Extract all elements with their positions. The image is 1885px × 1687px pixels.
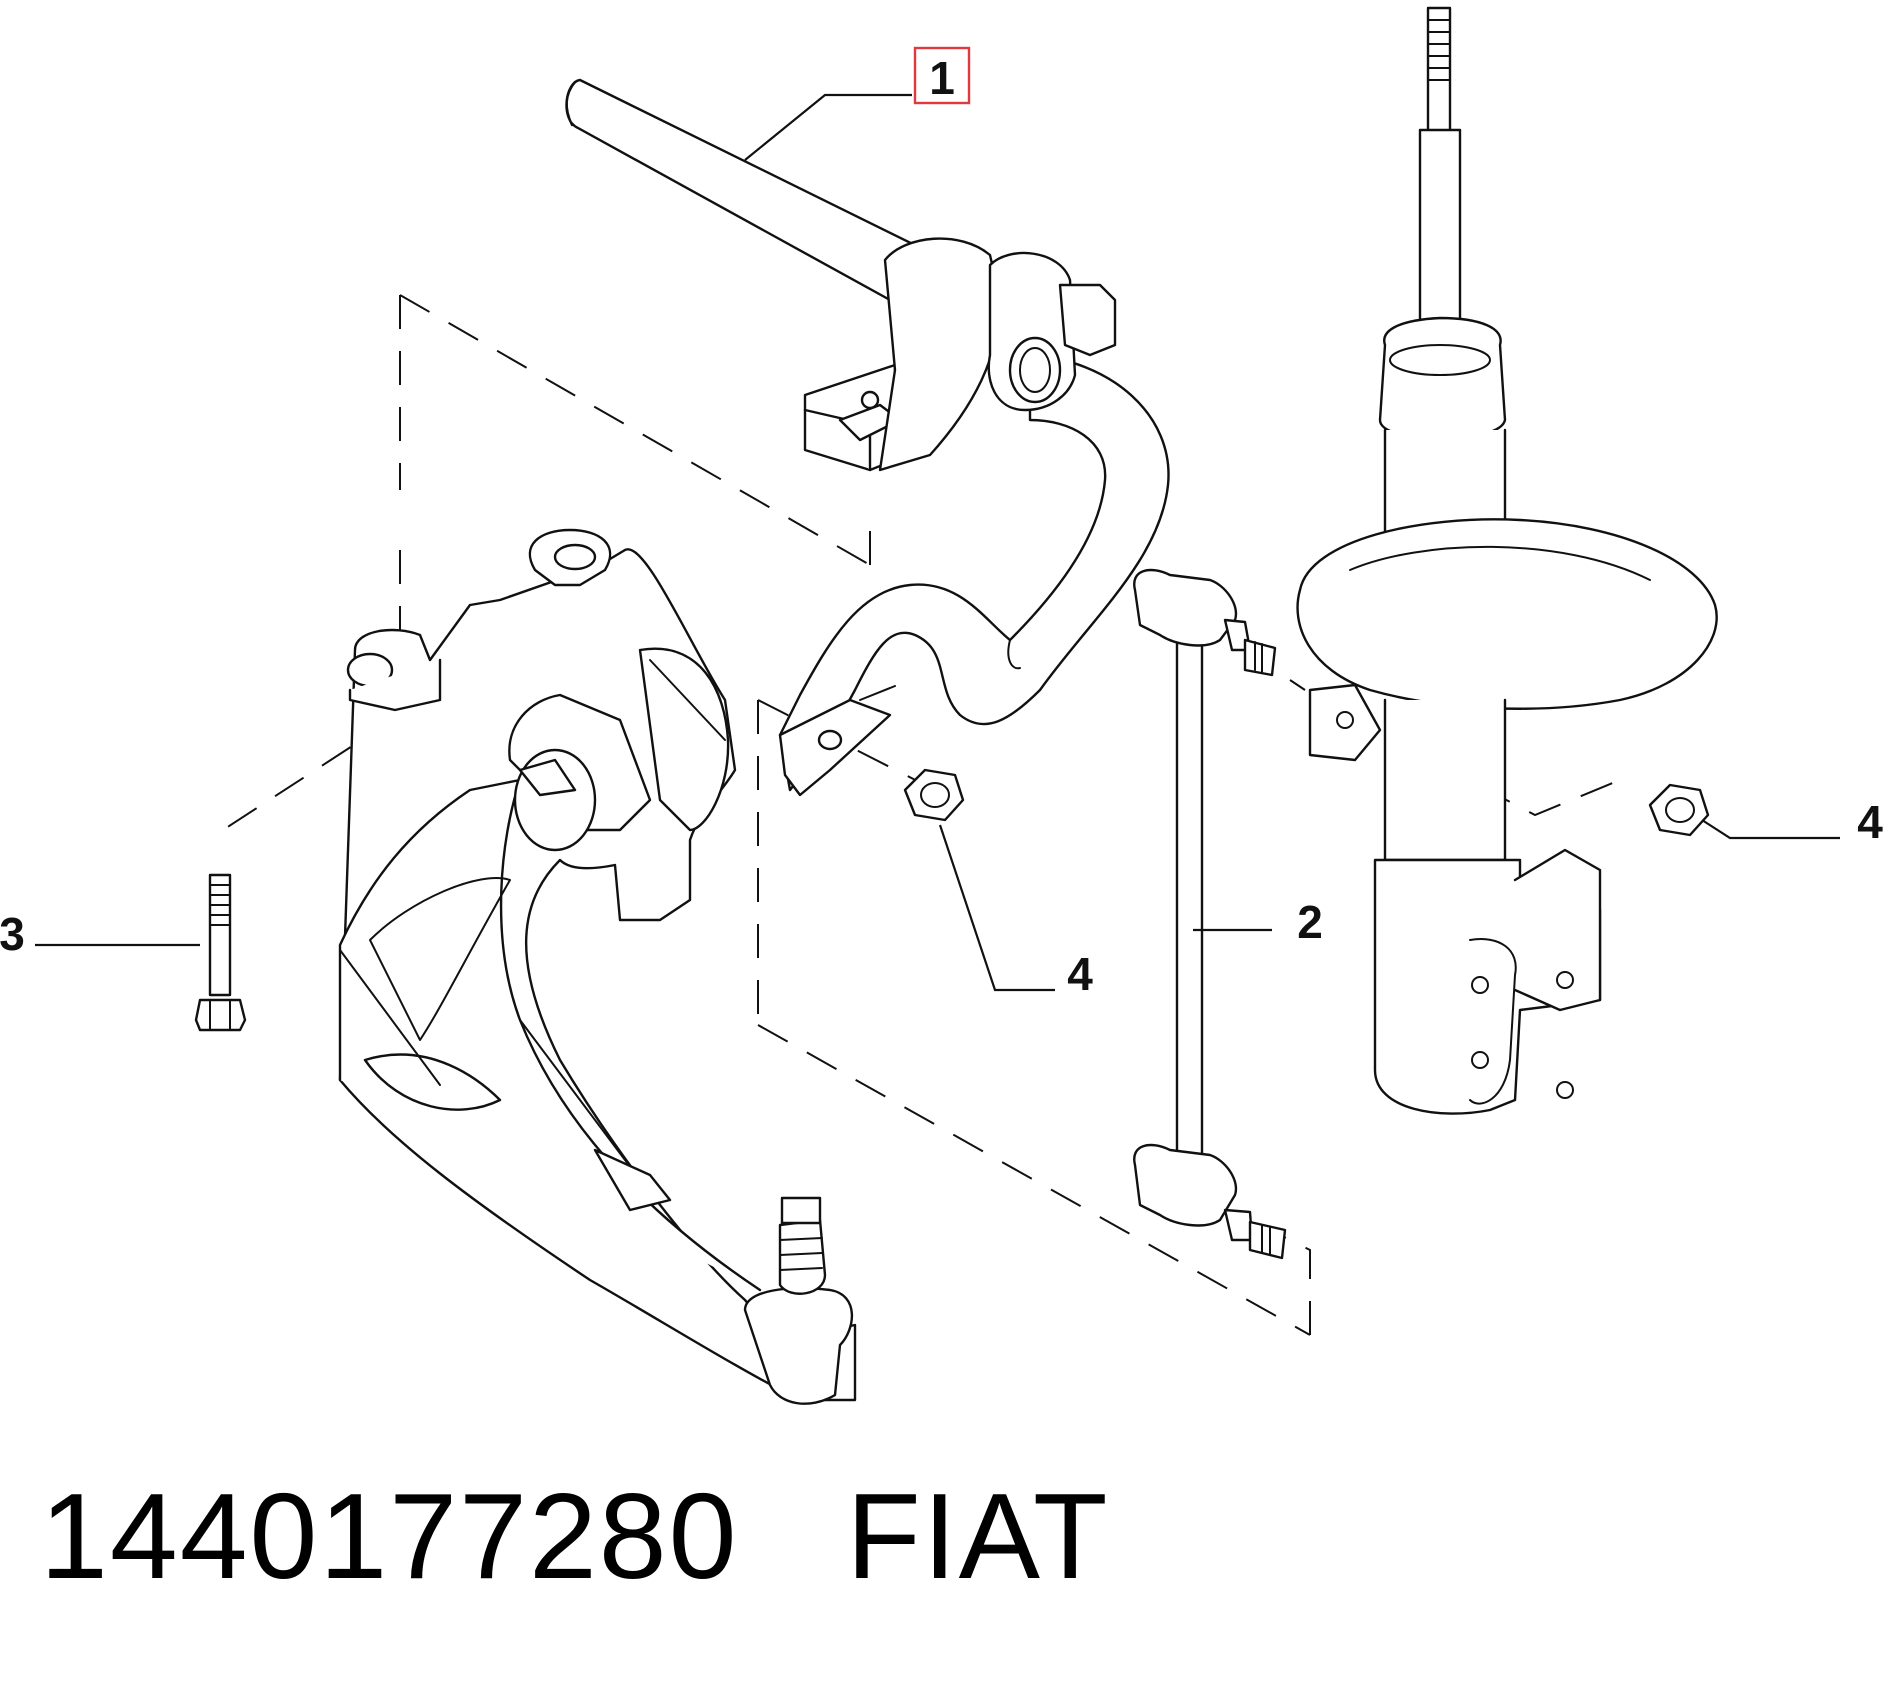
callout-leaders: [35, 93, 1840, 992]
stabilizer-bushing-bracket[interactable]: [803, 237, 1117, 472]
part-number: 1440177280: [40, 1468, 739, 1604]
lower-control-arm[interactable]: [338, 528, 857, 1405]
brand-name: FIAT: [846, 1468, 1110, 1604]
stabilizer-link-nut-right[interactable]: [1648, 783, 1710, 837]
assembly-guide-lines: [222, 294, 1621, 1336]
callout-1-highlight-box: [913, 46, 971, 105]
callout-4-right-label[interactable]: 4: [1857, 796, 1883, 848]
stabilizer-link[interactable]: [1133, 568, 1287, 1260]
callout-3-label[interactable]: 3: [0, 908, 25, 960]
shock-absorber-strut[interactable]: [1296, 6, 1718, 1115]
callout-4-left-label[interactable]: 4: [1067, 948, 1093, 1000]
caption-separator: [739, 1468, 847, 1604]
stabilizer-link-nut-left[interactable]: [903, 768, 965, 822]
stabilizer-bar[interactable]: [565, 78, 1170, 797]
part-caption: 1440177280 FIAT: [40, 1475, 1109, 1597]
control-arm-bolt[interactable]: [194, 873, 247, 1032]
callout-1-label[interactable]: 1: [929, 52, 955, 104]
callout-2-label[interactable]: 2: [1297, 896, 1323, 948]
